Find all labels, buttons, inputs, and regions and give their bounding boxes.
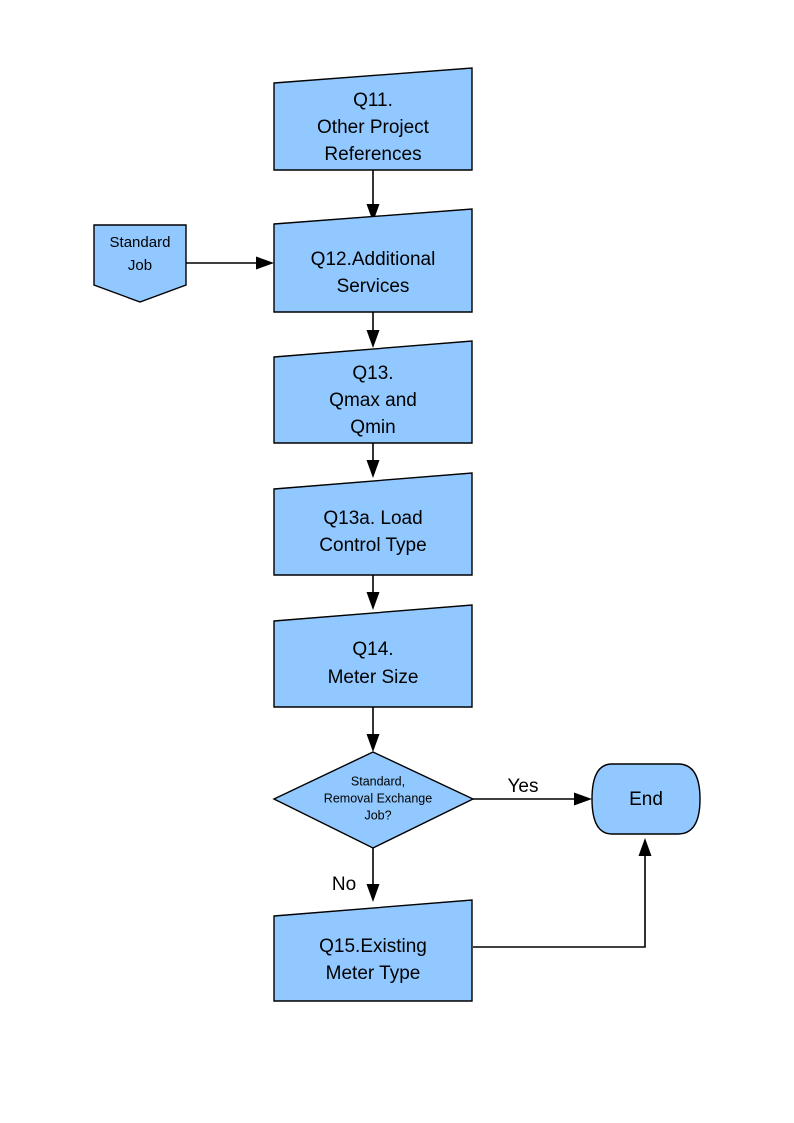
- arrow-head-icon: [366, 460, 380, 478]
- arrow-head-icon: [366, 734, 380, 752]
- node-shape-slanted-box: [273, 604, 473, 708]
- node-q13[interactable]: Q13. Qmax and Qmin: [273, 340, 473, 444]
- node-shape-pentagon: [93, 224, 187, 303]
- node-q15-line-2: Meter Type: [326, 963, 421, 984]
- edge-q11-to-q12: [366, 170, 380, 222]
- node-q12-line-1: Q12.Additional: [311, 249, 436, 270]
- node-q13a[interactable]: Q13a. Load Control Type: [273, 472, 473, 576]
- node-q14[interactable]: Q14. Meter Size: [273, 604, 473, 708]
- node-standard-job-line-1: Standard: [110, 234, 171, 251]
- node-end[interactable]: End: [591, 763, 701, 835]
- edge-label-yes: Yes: [508, 776, 539, 797]
- node-q13-line-2: Qmax and: [329, 390, 417, 411]
- node-q11-line-1: Q11.: [353, 90, 393, 111]
- node-decision-line-2: Removal Exchange: [324, 791, 432, 805]
- edge-q12-to-q13: [366, 312, 380, 348]
- arrow-head-icon: [366, 330, 380, 348]
- node-end-label: End: [629, 789, 663, 810]
- arrow-head-icon: [366, 204, 380, 222]
- node-shape-diamond: [272, 751, 475, 849]
- node-standard-job-line-2: Job: [128, 257, 152, 274]
- edge-decision-to-end-yes: [473, 792, 592, 806]
- arrow-head-icon: [366, 884, 380, 902]
- node-q12-line-2: Services: [337, 276, 410, 297]
- node-q13-line-3: Qmin: [350, 417, 395, 438]
- node-shape-slanted-box: [273, 340, 473, 444]
- node-q11-line-3: References: [324, 144, 421, 165]
- node-shape-slanted-box: [273, 899, 473, 1002]
- node-q13a-line-1: Q13a. Load: [323, 508, 422, 529]
- node-decision-standard-removal-exchange[interactable]: Standard, Removal Exchange Job?: [272, 751, 475, 849]
- edge-q13a-to-q14: [366, 575, 380, 610]
- arrow-head-icon: [366, 592, 380, 610]
- arrow-head-icon: [256, 256, 274, 270]
- edge-label-no: No: [332, 874, 356, 895]
- node-q15[interactable]: Q15.Existing Meter Type: [273, 899, 473, 1002]
- node-q11-line-2: Other Project: [317, 117, 430, 138]
- edge-q13-to-q13a: [366, 443, 380, 478]
- node-q13a-line-2: Control Type: [319, 535, 426, 556]
- edge-standard-job-to-q12: [186, 256, 274, 270]
- node-decision-line-3: Job?: [364, 808, 391, 822]
- edge-decision-to-q15-no: [366, 848, 380, 902]
- arrow-head-icon: [574, 792, 592, 806]
- node-q13-line-1: Q13.: [352, 363, 393, 384]
- node-q14-line-1: Q14.: [352, 639, 393, 660]
- arrow-head-icon: [638, 838, 652, 856]
- node-shape-slanted-box: [273, 208, 473, 313]
- node-standard-job[interactable]: Standard Job: [93, 224, 187, 303]
- node-shape-terminator: [591, 763, 701, 835]
- edge-line: [473, 850, 646, 948]
- edge-q14-to-decision: [366, 707, 380, 752]
- node-shape-slanted-box: [273, 67, 473, 171]
- node-decision-line-1: Standard,: [351, 774, 405, 788]
- node-q15-line-1: Q15.Existing: [319, 936, 427, 957]
- edge-q15-to-end: [473, 838, 652, 948]
- node-shape-slanted-box: [273, 472, 473, 576]
- node-q11[interactable]: Q11. Other Project References: [273, 67, 473, 171]
- node-q14-line-2: Meter Size: [328, 667, 419, 688]
- node-q12[interactable]: Q12.Additional Services: [273, 208, 473, 313]
